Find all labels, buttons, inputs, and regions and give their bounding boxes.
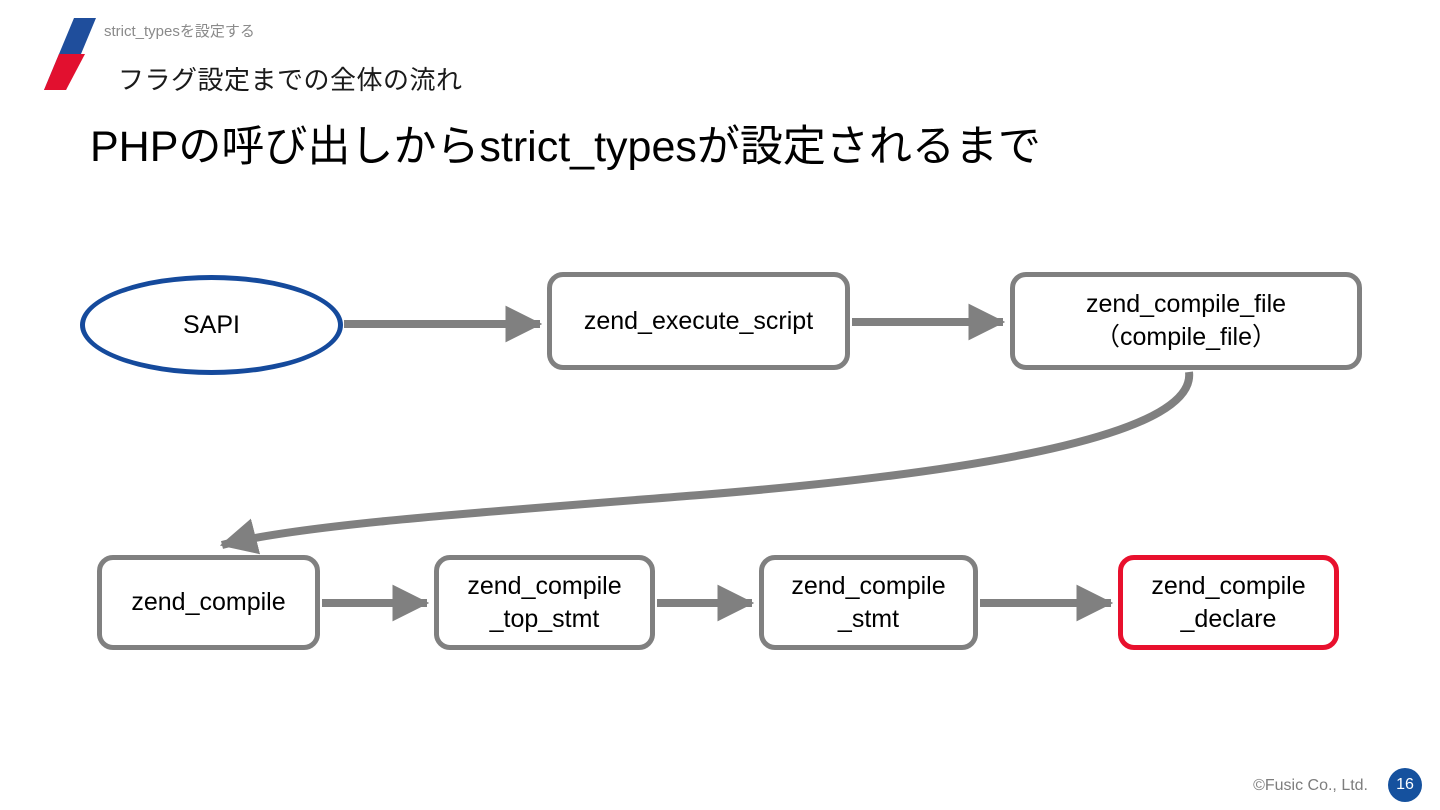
node-zend-compile-top-stmt-label: zend_compile _top_stmt <box>467 571 622 633</box>
copyright-text: ©Fusic Co., Ltd. <box>1253 777 1368 794</box>
node-zend-compile-file[interactable]: zend_compile_file （compile_file） <box>1010 272 1362 370</box>
node-sapi-label: SAPI <box>183 310 240 339</box>
slide-eyebrow: strict_typesを設定する <box>104 23 255 40</box>
page-number-badge: 16 <box>1388 768 1422 802</box>
fusic-logo-icon <box>44 18 96 90</box>
node-zend-execute-script[interactable]: zend_execute_script <box>547 272 850 370</box>
node-zend-compile-stmt-label: zend_compile _stmt <box>791 571 946 633</box>
node-zend-compile-file-label: zend_compile_file （compile_file） <box>1085 290 1287 351</box>
node-zend-compile-declare-label: zend_compile _declare <box>1151 571 1306 633</box>
page-title: PHPの呼び出しからstrict_typesが設定されるまで <box>90 123 1041 171</box>
node-sapi[interactable]: SAPI <box>80 275 343 375</box>
node-zend-compile-declare[interactable]: zend_compile _declare <box>1118 555 1339 650</box>
node-zend-compile-label: zend_compile <box>131 588 286 616</box>
slide-section-title: フラグ設定までの全体の流れ <box>118 65 463 95</box>
node-zend-execute-script-label: zend_execute_script <box>583 306 814 335</box>
node-zend-compile[interactable]: zend_compile <box>97 555 320 650</box>
node-zend-compile-stmt[interactable]: zend_compile _stmt <box>759 555 978 650</box>
edge-compile-file-to-zend-compile <box>219 371 1194 555</box>
node-zend-compile-top-stmt[interactable]: zend_compile _top_stmt <box>434 555 655 650</box>
